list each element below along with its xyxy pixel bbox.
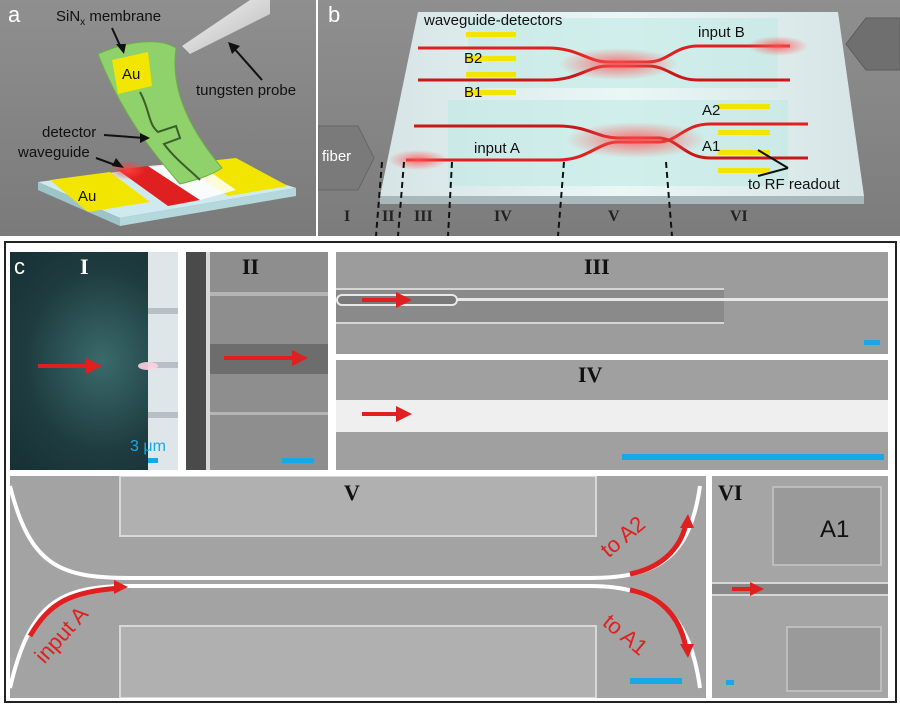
fiber-tip (318, 125, 375, 191)
probe-label: tungsten probe (196, 82, 297, 99)
detector-b1-label: B1 (464, 84, 483, 101)
au-label-top: Au (122, 66, 141, 83)
probe-cone (845, 17, 900, 71)
fiber-label: fiber (322, 148, 352, 165)
detector-b2-label: B2 (464, 50, 483, 67)
scale-bar-i (148, 458, 158, 463)
section-v-label: V (608, 208, 620, 225)
subpanel-ii: II (186, 252, 328, 470)
membrane-label-sub: x (80, 17, 86, 28)
subpanel-vi: VI A1 (712, 476, 888, 698)
panel-c-label: c (14, 254, 25, 279)
au-label-bottom: Au (78, 188, 97, 205)
panel-c-frame (4, 241, 897, 703)
waveguide-label: waveguide (18, 144, 90, 161)
membrane-label-rest: membrane (85, 8, 162, 25)
section-ii-label: II (382, 208, 395, 225)
subpanel-iv-label: IV (578, 362, 603, 387)
panel-b-label: b (328, 2, 341, 27)
scale-bar-iii (864, 340, 880, 345)
panel-a-illustration (38, 0, 296, 226)
detector-trace (139, 91, 201, 181)
section-iii-label: III (414, 208, 433, 225)
subpanel-i: c I 3 μm (10, 252, 178, 470)
waveguide-detectors-label: waveguide-detectors (424, 12, 563, 29)
detector-label: detector (42, 124, 97, 141)
scale-bar-v (630, 678, 682, 684)
subpanel-iv: IV (336, 360, 888, 470)
detector-a1-label: A1 (702, 138, 721, 155)
input-a-label: input A (474, 140, 520, 157)
section-iv-label: IV (494, 208, 512, 225)
coupler-upper-arm (10, 485, 702, 580)
subpanel-vi-label: VI (718, 480, 743, 505)
panel-b: b waveguide-detectors input B input A fi… (318, 0, 900, 236)
scale-bar-vi (726, 680, 734, 685)
scale-bar-ii (282, 458, 314, 463)
membrane-label: SiNx membrane (56, 8, 161, 28)
scale-label-i: 3 μm (130, 438, 166, 455)
vi-a1-label: A1 (820, 516, 850, 543)
au-pad-left (50, 172, 150, 212)
tungsten-probe (182, 0, 270, 54)
subpanel-iii-label: III (584, 254, 610, 279)
au-pad-membrane (112, 52, 152, 94)
panel-a: a SiNx membrane tungsten probe detector … (0, 0, 316, 236)
section-vi-label: VI (730, 208, 748, 225)
subpanel-i-label: I (80, 254, 89, 279)
panel-b-illustration (318, 12, 900, 236)
rf-readout-label: to RF readout (748, 176, 840, 193)
subpanel-v-label: V (344, 480, 360, 505)
subpanel-iii: III (336, 252, 888, 354)
input-b-label: input B (698, 24, 745, 41)
scale-bar-iv (622, 454, 884, 460)
detector-a2-label: A2 (702, 102, 721, 119)
subpanel-v: V to A2 to A1 input A (10, 476, 706, 698)
membrane-label-main: SiN (56, 8, 81, 25)
panel-a-label: a (8, 2, 21, 27)
section-i-label: I (344, 208, 351, 225)
subpanel-ii-label: II (242, 254, 260, 279)
